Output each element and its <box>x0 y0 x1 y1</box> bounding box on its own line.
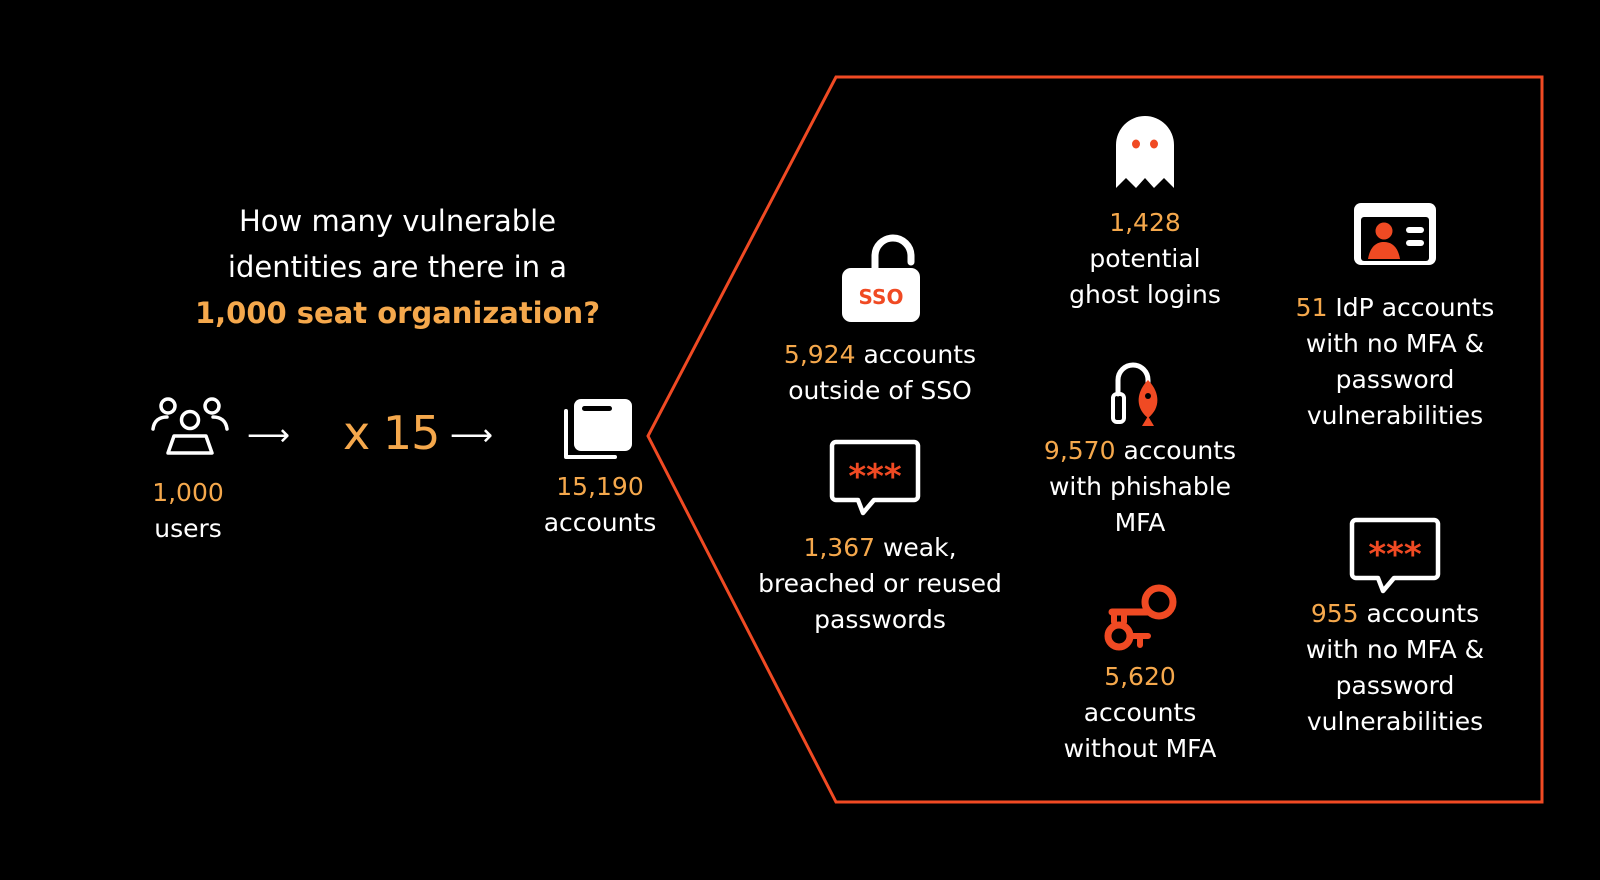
stat-sso-line-2: outside of SSO <box>788 376 972 405</box>
stat-phish-line-2: with phishable <box>1048 472 1232 501</box>
accounts-label: accounts <box>543 508 657 537</box>
users-icon <box>151 397 229 455</box>
multiplier: x 15 <box>343 406 440 460</box>
stat-weak-number: 1,367 <box>803 533 876 562</box>
stat-ghost: 1,428 potential ghost logins <box>1020 205 1270 313</box>
stat-pwd-number: 955 <box>1310 599 1359 628</box>
accounts-block: 15,190 accounts <box>530 469 670 541</box>
weak-badge-text: *** <box>848 457 902 497</box>
users-block: 1,000 users <box>138 475 238 547</box>
stat-nomfa: 5,620 accounts without MFA <box>1010 659 1270 767</box>
window-stack-icon <box>564 399 632 459</box>
unlocked-padlock-icon: SSO <box>842 234 920 322</box>
users-count: 1,000 <box>152 478 224 507</box>
stat-phish: 9,570 accounts with phishable MFA <box>1010 433 1270 541</box>
stat-phish-line-3: MFA <box>1114 508 1166 537</box>
stat-pwd: 955 accounts with no MFA & password vuln… <box>1270 596 1520 740</box>
stat-ghost-line-1: potential <box>1089 244 1201 273</box>
stat-nomfa-line-2: without MFA <box>1063 734 1217 763</box>
stat-idp-line-4: vulnerabilities <box>1306 401 1484 430</box>
stat-idp-line-3: password <box>1335 365 1455 394</box>
stat-nomfa-number: 5,620 <box>1104 662 1176 691</box>
stat-ghost-line-2: ghost logins <box>1069 280 1221 309</box>
arrow-right-icon: ⟶ <box>247 418 291 453</box>
stat-idp-number: 51 <box>1295 293 1328 322</box>
headline: How many vulnerable identities are there… <box>170 198 625 336</box>
stat-weak-line-3: passwords <box>814 605 946 634</box>
sso-badge-text: SSO <box>859 285 904 309</box>
stat-pwd-line-4: vulnerabilities <box>1306 707 1484 736</box>
stat-sso-line-1: accounts <box>855 340 977 369</box>
id-card-icon <box>1354 203 1436 265</box>
stat-sso: 5,924 accounts outside of SSO <box>740 337 1020 409</box>
headline-line-1: How many vulnerable <box>238 204 557 238</box>
phishing-hook-icon <box>1111 362 1158 426</box>
stat-idp: 51 IdP accounts with no MFA & password v… <box>1270 290 1520 434</box>
key-icon <box>1104 584 1177 651</box>
arrow-right-icon: ⟶ <box>450 418 494 453</box>
ghost-icon <box>1116 116 1174 188</box>
password-bubble-icon: *** <box>829 439 921 516</box>
stat-weak-line-2: breached or reused <box>758 569 1002 598</box>
stat-phish-number: 9,570 <box>1043 436 1116 465</box>
stat-sso-number: 5,924 <box>783 340 856 369</box>
accounts-count: 15,190 <box>556 472 644 501</box>
stat-pwd-line-2: with no MFA & <box>1305 635 1485 664</box>
stat-nomfa-line-1: accounts <box>1083 698 1197 727</box>
stat-idp-line-2: with no MFA & <box>1305 329 1485 358</box>
headline-highlight: 1,000 seat organization? <box>194 296 601 330</box>
stat-weak: 1,367 weak, breached or reused passwords <box>730 530 1030 638</box>
stat-phish-line-1: accounts <box>1115 436 1237 465</box>
stat-pwd-line-1: accounts <box>1358 599 1480 628</box>
stat-weak-line-1: weak, <box>875 533 957 562</box>
stat-pwd-line-3: password <box>1335 671 1455 700</box>
pwd-badge-text: *** <box>1368 535 1422 575</box>
stat-ghost-number: 1,428 <box>1109 208 1181 237</box>
headline-line-2: identities are there in a <box>227 250 568 284</box>
stat-idp-line-1: IdP accounts <box>1327 293 1495 322</box>
password-bubble-icon: *** <box>1349 517 1441 594</box>
users-label: users <box>154 514 222 543</box>
